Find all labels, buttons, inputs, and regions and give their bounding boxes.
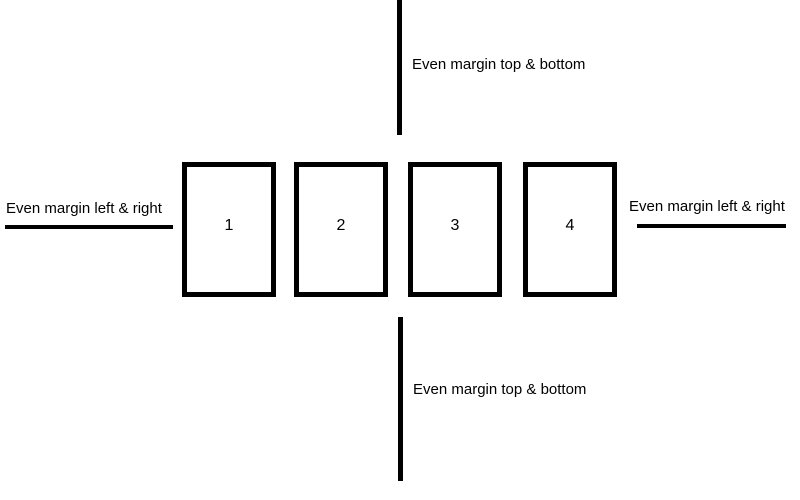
item-box-3: 3 bbox=[408, 162, 502, 297]
bottom-margin-line bbox=[398, 317, 403, 481]
bottom-margin-label: Even margin top & bottom bbox=[413, 381, 587, 398]
item-box-2: 2 bbox=[294, 162, 388, 297]
item-box-label: 1 bbox=[224, 216, 234, 234]
item-box-label: 4 bbox=[565, 216, 575, 234]
item-box-1: 1 bbox=[182, 162, 276, 297]
item-box-4: 4 bbox=[523, 162, 617, 297]
left-margin-label: Even margin left & right bbox=[6, 200, 162, 217]
item-box-label: 3 bbox=[450, 216, 460, 234]
right-margin-line bbox=[637, 224, 786, 228]
left-margin-line bbox=[5, 225, 173, 229]
right-margin-label: Even margin left & right bbox=[629, 198, 785, 215]
item-box-label: 2 bbox=[336, 216, 346, 234]
top-margin-label: Even margin top & bottom bbox=[412, 56, 586, 73]
top-margin-line bbox=[397, 0, 402, 135]
